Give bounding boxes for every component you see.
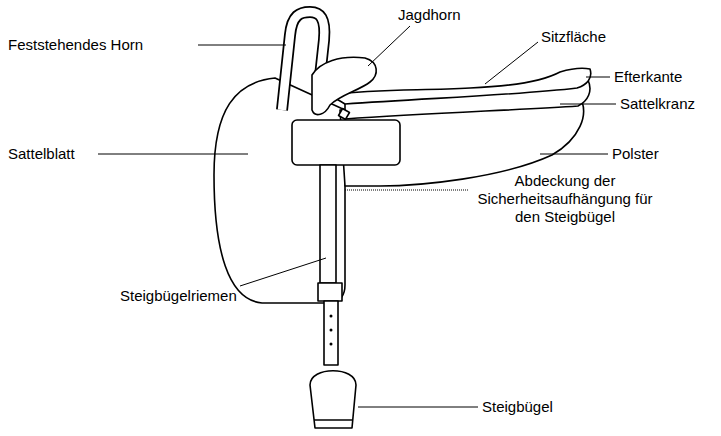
part-label: Abdeckung der Sicherheitsaufhängung für …	[470, 172, 660, 226]
part-label: Steigbügelriemen	[120, 287, 237, 305]
leather-buckle	[318, 283, 342, 301]
part-label: Efterkante	[614, 68, 682, 86]
stirrup-leather-lower	[324, 301, 338, 365]
part-label: Sattelkranz	[620, 95, 695, 113]
part-label: Sattelblatt	[8, 145, 75, 163]
part-label: Jagdhorn	[398, 6, 461, 24]
leather-holes	[330, 315, 333, 346]
small-buckle	[339, 109, 350, 120]
part-label: Feststehendes Horn	[8, 36, 143, 54]
part-label: Sitzfläche	[541, 28, 606, 46]
stirrup-bar-cover	[292, 120, 400, 165]
part-label: Polster	[612, 145, 659, 163]
part-label: Steigbügel	[482, 398, 553, 416]
leaping-horn	[312, 57, 376, 114]
stirrup-iron	[310, 371, 356, 428]
stirrup-leather	[320, 165, 336, 283]
stirrup-tread	[314, 419, 353, 421]
